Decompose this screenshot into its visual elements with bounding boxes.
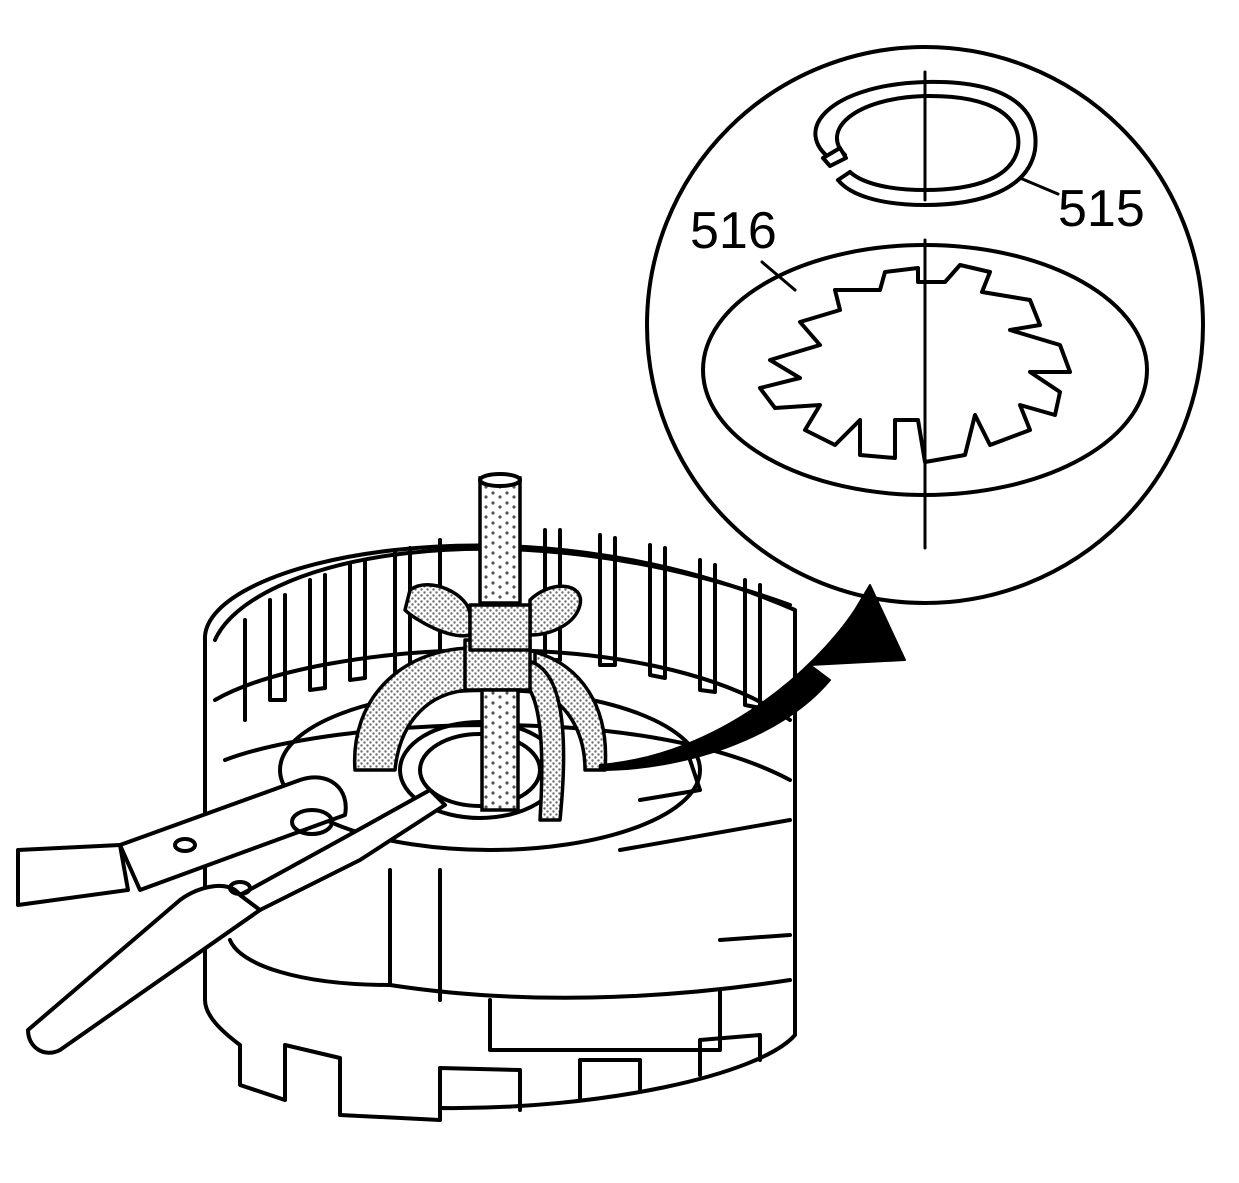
callout-515-leader bbox=[1018, 176, 1060, 196]
removal-arrow bbox=[599, 584, 906, 771]
snap-ring-515 bbox=[813, 79, 1038, 207]
threaded-rod-lower bbox=[480, 688, 520, 812]
detail-inset-circle: 515 516 bbox=[645, 45, 1205, 605]
wing-nut-right-wing bbox=[528, 584, 583, 637]
callout-515-label: 515 bbox=[1058, 180, 1145, 238]
threaded-rod-upper bbox=[478, 476, 522, 605]
spring-compressor-tool bbox=[352, 472, 608, 822]
spring-retainer-516 bbox=[701, 243, 1149, 497]
callout-516-label: 516 bbox=[690, 202, 777, 260]
callout-516-leader bbox=[760, 260, 797, 292]
snap-ring-pliers bbox=[16, 775, 447, 1055]
wing-nut-body bbox=[468, 603, 532, 652]
